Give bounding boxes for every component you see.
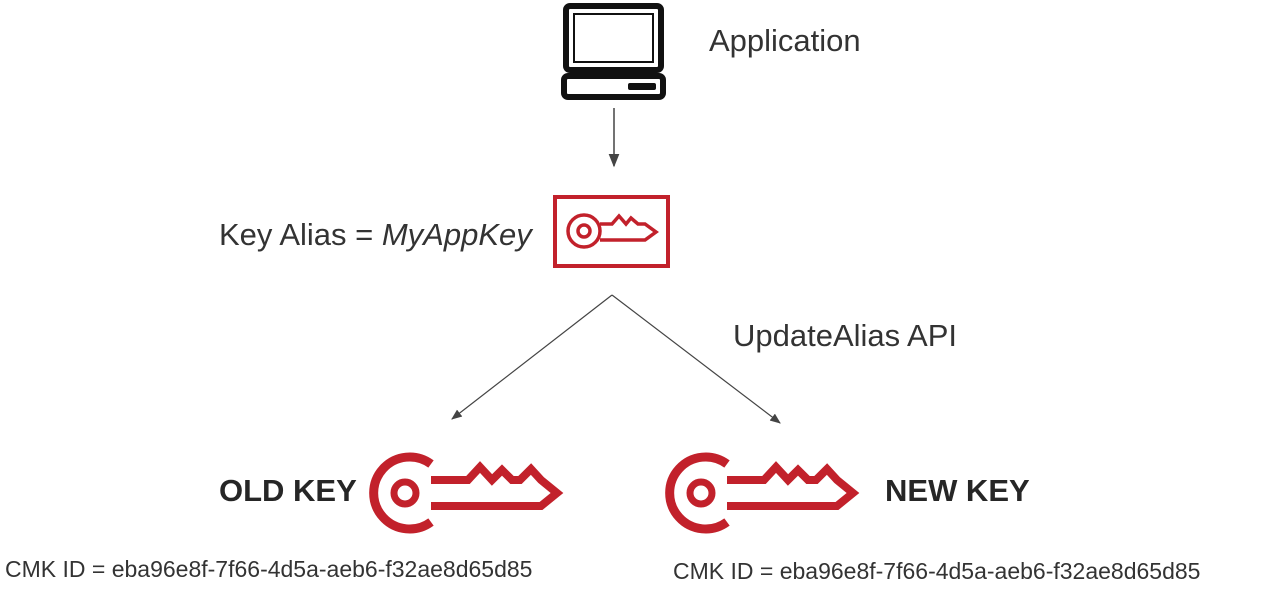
key-alias-label: Key Alias = MyAppKey [219,219,532,250]
old-key-cmk-id: CMK ID = eba96e8f-7f66-4d5a-aeb6-f32ae8d… [5,556,533,582]
new-key-icon [665,452,860,534]
key-alias-name: MyAppKey [381,217,532,252]
new-key-cmk-id: CMK ID = eba96e8f-7f66-4d5a-aeb6-f32ae8d… [673,558,1201,584]
update-alias-api-label: UpdateAlias API [733,318,958,353]
old-key-icon [369,452,564,534]
old-key-label: OLD KEY [219,473,357,508]
new-key-label: NEW KEY [885,473,1030,508]
key-alias-prefix: Key Alias = [219,217,382,252]
arrow-alias-to-old-key [451,294,613,420]
arrow-alias-to-new-key [611,294,781,424]
computer-icon [561,3,666,100]
kms-key-alias-icon [553,195,670,268]
application-label: Application [709,23,861,58]
